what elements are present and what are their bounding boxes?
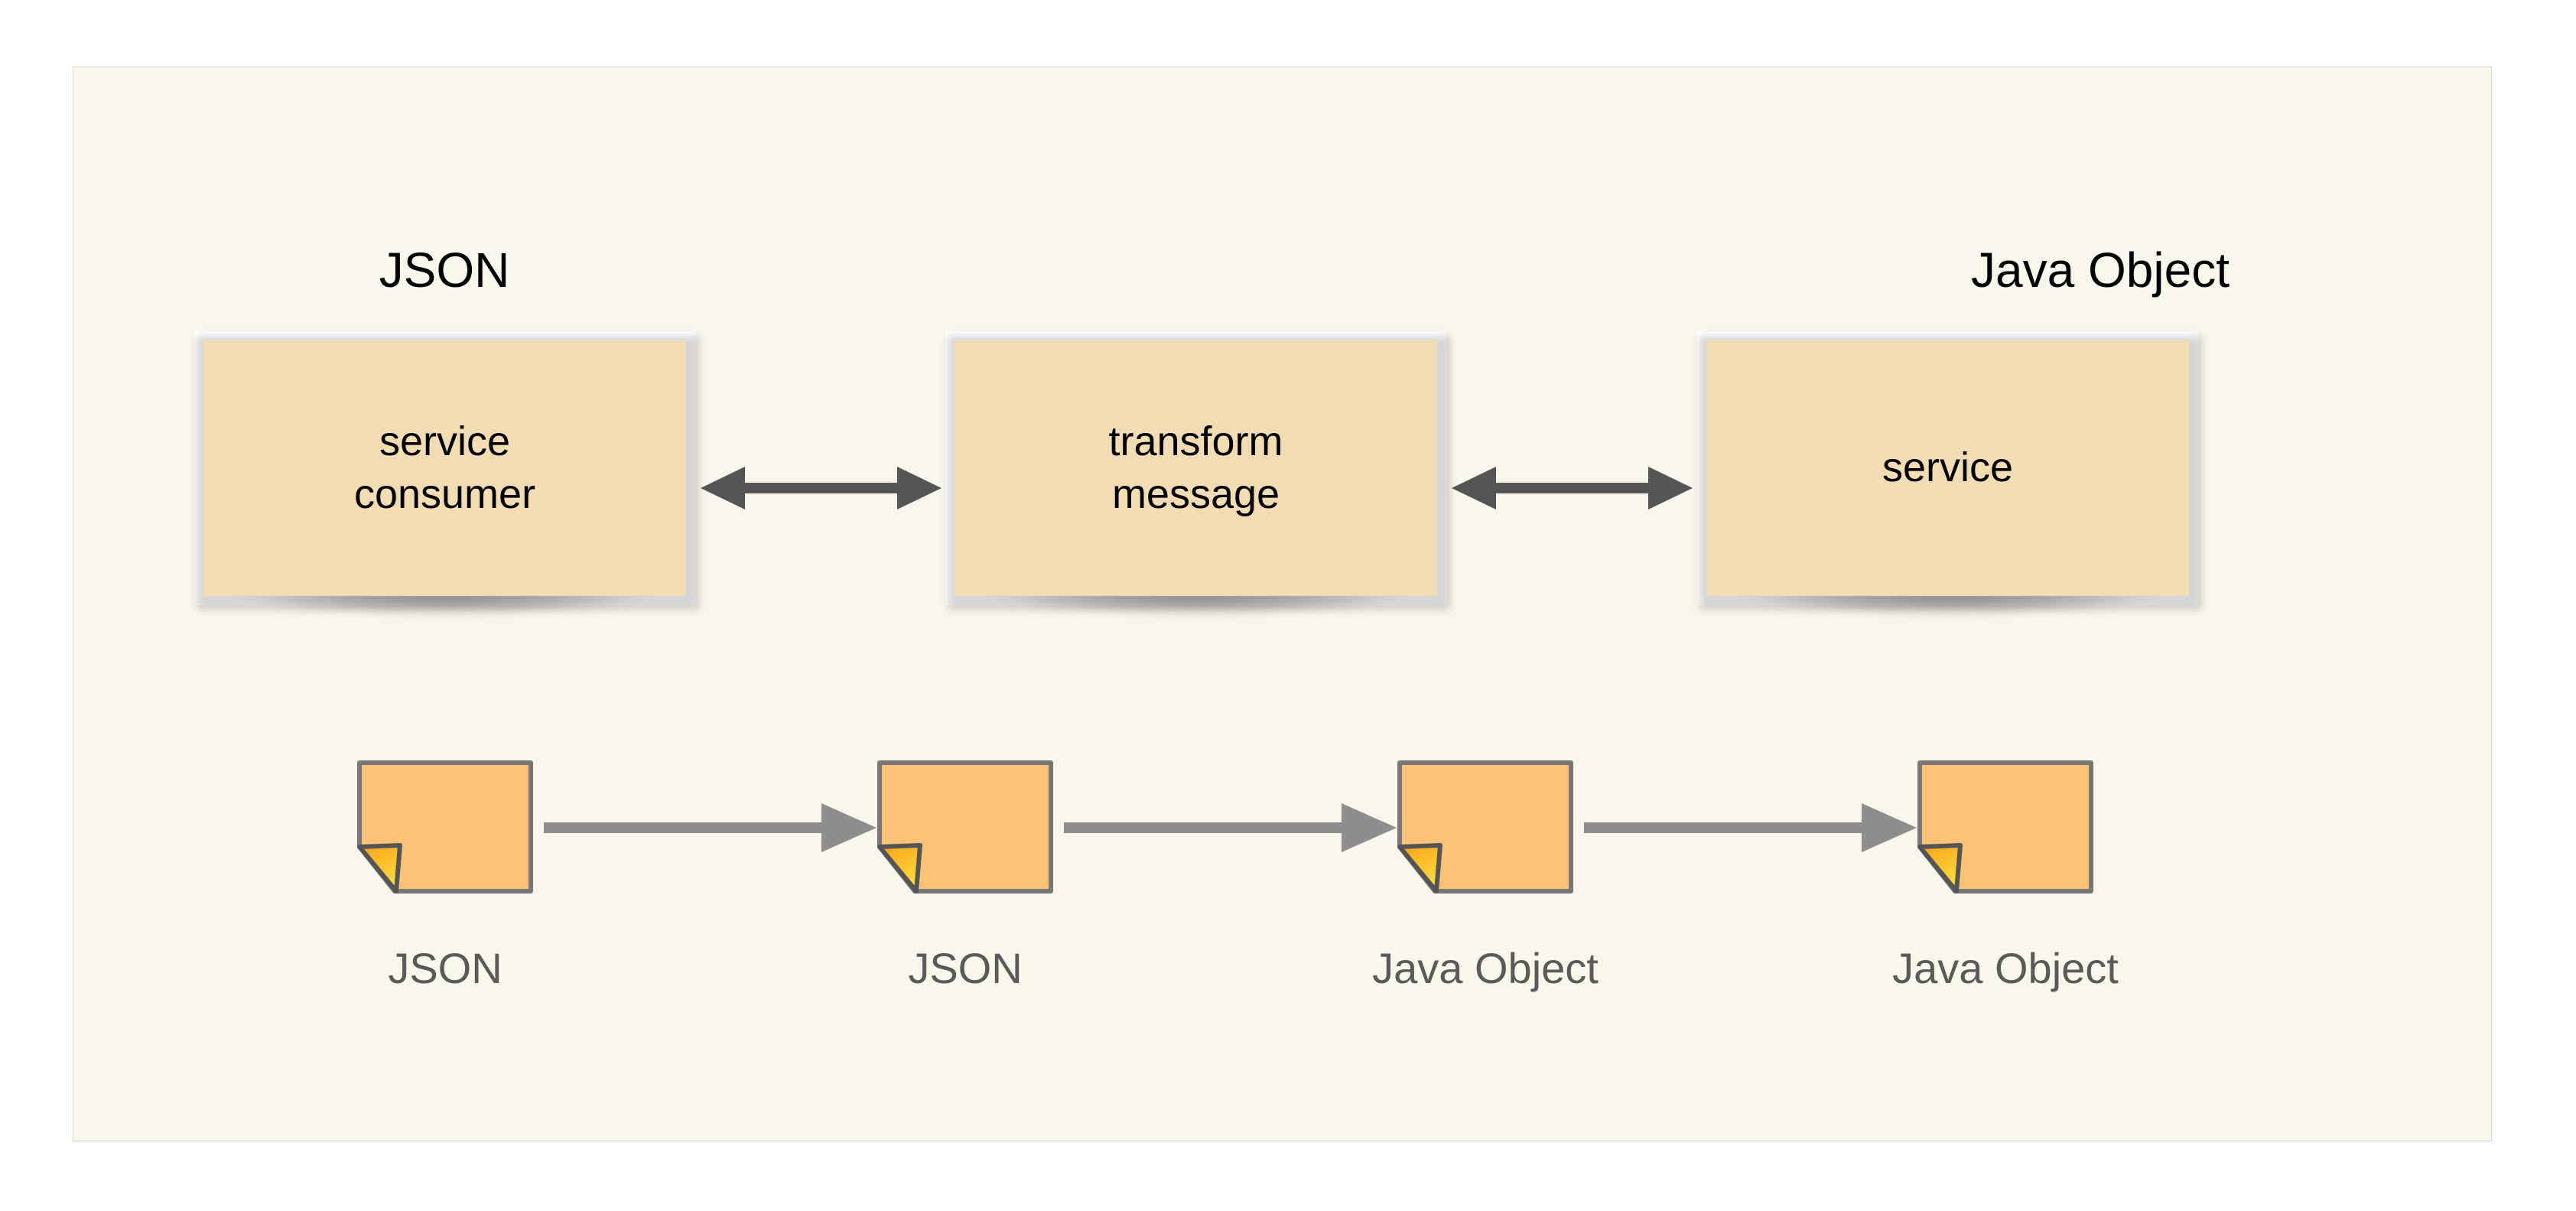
process-box-service[interactable]: service — [1697, 331, 2198, 605]
double-arrow-consumer-transform — [701, 467, 942, 509]
note-caption-json-1: JSON — [388, 944, 503, 992]
diagram-canvas: JSON Java Object service consumer transf… — [73, 67, 2492, 1141]
process-box-service-label: service — [1706, 340, 2189, 596]
document-icon-java-object-2[interactable] — [1917, 760, 2094, 894]
double-arrow-transform-service — [1452, 467, 1693, 509]
note-caption-json-2: JSON — [908, 944, 1023, 992]
process-box-transform-message-label: transform message — [955, 340, 1437, 596]
document-icon-json-2[interactable] — [877, 760, 1054, 894]
single-arrow-note1-note2 — [544, 803, 877, 852]
process-box-transform-message[interactable]: transform message — [945, 331, 1446, 605]
document-icon-java-object-1[interactable] — [1397, 760, 1574, 894]
column-heading-json: JSON — [379, 243, 510, 298]
document-icon-json-1[interactable] — [356, 760, 534, 894]
column-heading-java-object: Java Object — [1971, 243, 2230, 298]
note-caption-java-object-1: Java Object — [1372, 944, 1599, 992]
process-box-service-consumer[interactable]: service consumer — [194, 331, 695, 605]
single-arrow-note3-note4 — [1584, 803, 1917, 852]
note-caption-java-object-2: Java Object — [1892, 944, 2119, 992]
process-box-service-consumer-label: service consumer — [203, 340, 686, 596]
single-arrow-note2-note3 — [1064, 803, 1397, 852]
